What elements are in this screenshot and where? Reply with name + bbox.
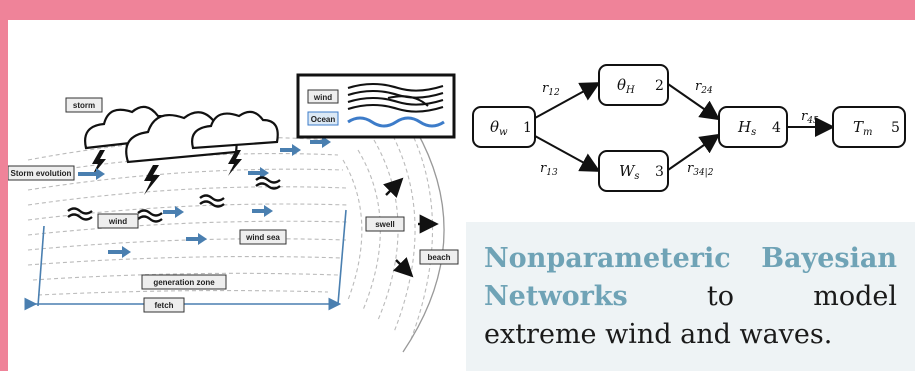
svg-text:wind: wind	[313, 93, 332, 102]
edge-3-4	[667, 133, 721, 171]
edge-label-34-2: r34|2	[687, 161, 714, 178]
wind-ocean-legend: wind Ocean	[296, 73, 456, 139]
svg-text:Storm evolution: Storm evolution	[11, 169, 72, 178]
swell-arrows	[383, 177, 439, 278]
svg-text:5: 5	[891, 120, 900, 136]
node-1: θw 1	[472, 106, 536, 148]
shoreline	[402, 129, 445, 353]
svg-text:1: 1	[523, 120, 532, 136]
svg-text:beach: beach	[427, 253, 450, 262]
svg-text:Ws: Ws	[619, 162, 640, 182]
svg-text:fetch: fetch	[154, 301, 173, 310]
fetch-line	[24, 209, 347, 311]
bayesian-network-diagram: θw 1 θH 2 Ws 3 Hs 4 Tm 5 r12 r13 r24 r34…	[472, 64, 906, 192]
svg-text:wind: wind	[108, 217, 127, 226]
storm-clouds-icon	[84, 105, 279, 164]
tag-storm: storm	[65, 97, 103, 113]
node-2: θH 2	[598, 64, 669, 106]
edge-label-24: r24	[695, 79, 713, 96]
svg-text:Ocean: Ocean	[311, 115, 336, 124]
tag-wind-sea: wind sea	[239, 229, 287, 245]
edge-1-2	[534, 82, 601, 119]
edge-label-45: r45	[801, 109, 819, 126]
caption-text-2: extreme wind and waves.	[484, 319, 833, 350]
node-4: Hs 4	[718, 106, 788, 148]
wave-generation-illustration: storm Storm evolution wind wind sea gene…	[8, 73, 459, 353]
svg-text:Hs: Hs	[737, 118, 756, 138]
caption-highlight-2: Networks	[484, 281, 628, 312]
edge-label-12: r12	[542, 81, 560, 98]
tag-storm-evolution: Storm evolution	[8, 165, 75, 181]
caption-highlight-1: Nonparameteric Bayesian	[484, 243, 897, 274]
edge-2-4	[667, 83, 721, 121]
node-5: Tm 5	[832, 106, 906, 148]
lightning-icon	[92, 150, 242, 195]
caption-text: Nonparameteric Bayesian Networks to mode…	[466, 222, 915, 354]
svg-text:3: 3	[655, 164, 664, 180]
tag-generation-zone: generation zone	[141, 274, 227, 290]
svg-text:swell: swell	[375, 220, 395, 229]
tag-fetch: fetch	[143, 297, 185, 313]
tag-swell: swell	[365, 216, 405, 232]
svg-text:2: 2	[655, 78, 664, 94]
svg-text:generation zone: generation zone	[153, 278, 215, 287]
svg-text:θw: θw	[490, 118, 508, 138]
tag-wind: wind	[97, 213, 139, 229]
edge-label-13: r13	[540, 161, 558, 178]
node-3: Ws 3	[598, 150, 669, 192]
svg-text:wind sea: wind sea	[245, 233, 280, 242]
svg-text:storm: storm	[73, 101, 95, 110]
edge-1-3	[534, 135, 601, 172]
wave-symbols	[67, 176, 281, 223]
caption-text-1: to model	[706, 281, 897, 312]
svg-text:Tm: Tm	[853, 118, 873, 138]
tag-beach: beach	[419, 249, 459, 265]
wave-field	[27, 124, 434, 343]
svg-text:4: 4	[772, 120, 781, 136]
caption-box: Nonparameteric Bayesian Networks to mode…	[466, 222, 915, 371]
svg-text:θH: θH	[617, 76, 635, 96]
wind-arrows	[78, 136, 331, 258]
